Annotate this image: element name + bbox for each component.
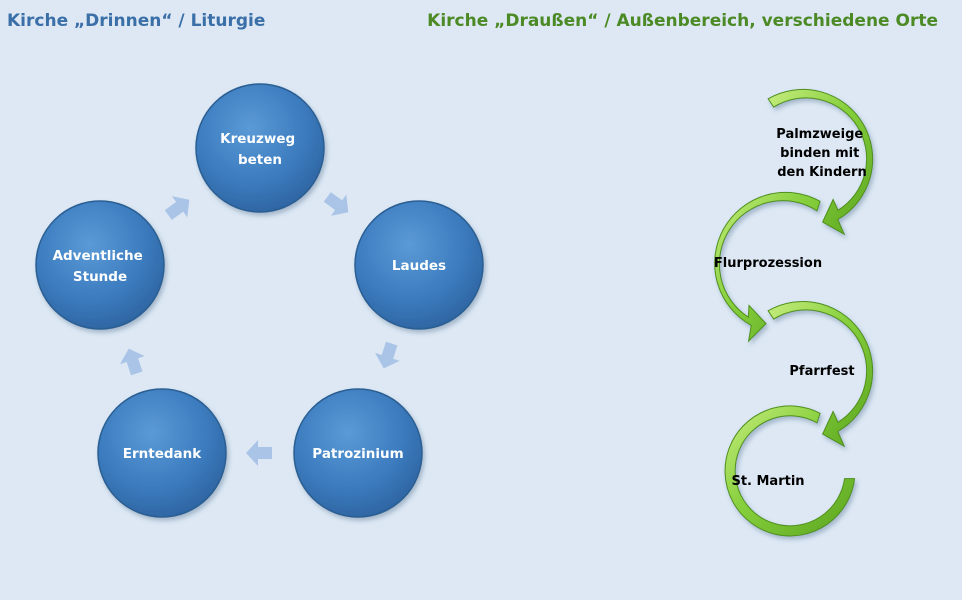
node-label-line: beten bbox=[238, 152, 282, 168]
cycle-arrow-1 bbox=[323, 192, 349, 216]
node-label-line: Adventliche bbox=[53, 248, 143, 264]
heading-liturgy: Kirche „Drinnen“ / Liturgie bbox=[7, 11, 266, 31]
process-arrow-4 bbox=[724, 405, 856, 537]
cycle-arrow-2 bbox=[375, 341, 400, 369]
liturgy-cycle-diagram: Kreuzweg beten Laudes Patrozinium Ernted… bbox=[35, 83, 484, 518]
process-step-label-st-martin: St. Martin bbox=[731, 474, 804, 489]
cycle-node-kreuzweg: Kreuzweg beten bbox=[195, 83, 325, 213]
node-label-line: Stunde bbox=[73, 269, 127, 285]
cycle-node-label: Erntedank bbox=[123, 446, 202, 462]
cycle-node-patrozinium: Patrozinium bbox=[293, 388, 423, 518]
process-arrow-2 bbox=[714, 191, 821, 343]
node-label-line: Kreuzweg bbox=[220, 131, 295, 147]
process-step-label-pfarrfest: Pfarrfest bbox=[789, 364, 854, 379]
cycle-node-adventliche-stunde: Adventliche Stunde bbox=[35, 200, 165, 330]
cycle-node-label: Patrozinium bbox=[312, 446, 403, 462]
heading-outdoor: Kirche „Draußen“ / Außenbereich, verschi… bbox=[427, 11, 938, 31]
process-step-label-flurprozession: Flurprozession bbox=[714, 256, 822, 271]
cycle-node-erntedank: Erntedank bbox=[97, 388, 227, 518]
process-arrow-3 bbox=[767, 300, 874, 448]
step-label-line: den Kindern bbox=[777, 165, 866, 180]
outdoor-process-diagram: Palmzweige binden mit den Kindern Flurpr… bbox=[714, 88, 874, 537]
cycle-arrow-5 bbox=[164, 196, 190, 220]
process-step-label-palmzweige: Palmzweige binden mit den Kindern bbox=[776, 127, 867, 180]
cycle-arrow-3 bbox=[246, 440, 272, 466]
cycle-arrows bbox=[120, 192, 400, 466]
cycle-node-label: Adventliche Stunde bbox=[53, 248, 148, 285]
cycle-node-label: Kreuzweg beten bbox=[220, 131, 300, 168]
step-label-line: binden mit bbox=[780, 146, 859, 161]
cycle-arrow-4 bbox=[120, 348, 145, 376]
cycle-node-label: Laudes bbox=[392, 258, 446, 274]
step-label-line: Palmzweige bbox=[776, 127, 863, 142]
process-arrow-1 bbox=[767, 88, 874, 236]
cycle-node-laudes: Laudes bbox=[354, 200, 484, 330]
